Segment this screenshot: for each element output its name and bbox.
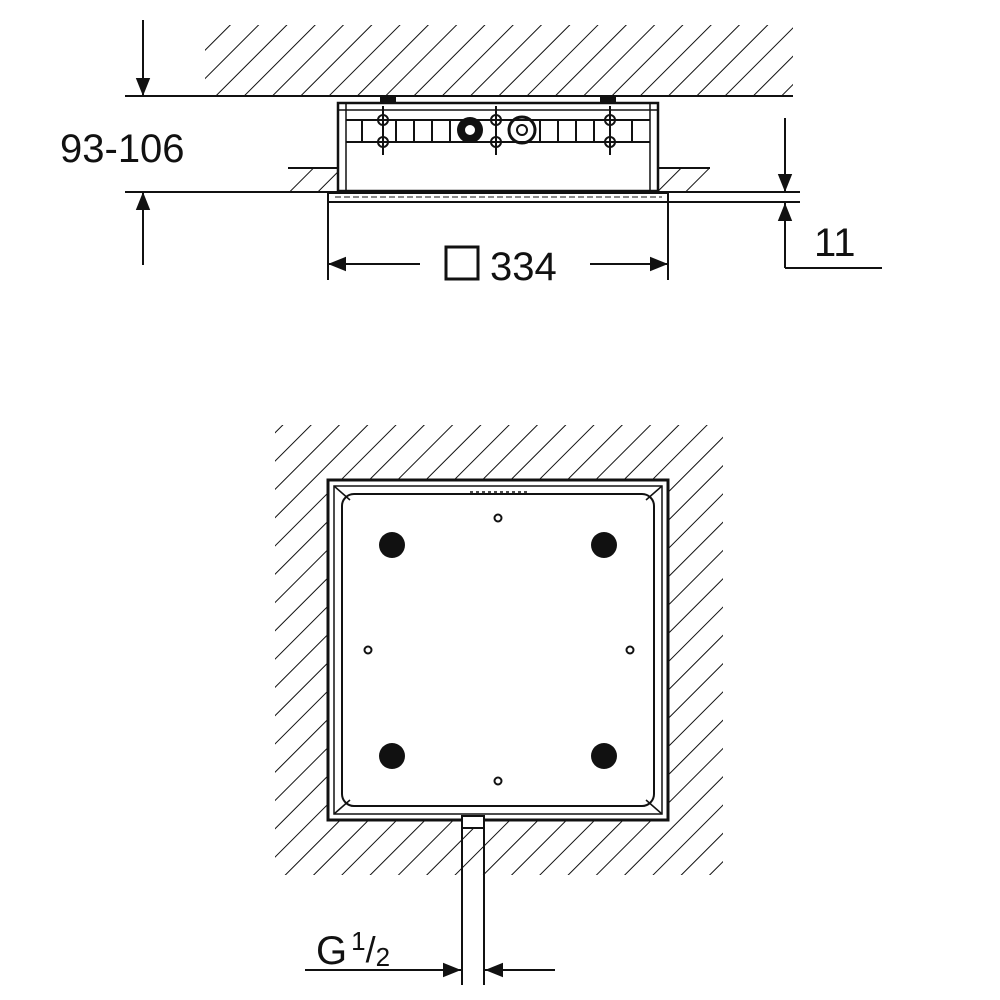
- plan-cover-face: [341, 493, 655, 807]
- depth-range-label: 93-106: [60, 127, 185, 171]
- frame-grid: [361, 120, 633, 142]
- side-view: 93-106 334 11: [60, 20, 882, 289]
- ceiling-slab-left: [288, 168, 338, 192]
- screw-hole-right: [625, 645, 635, 655]
- thread-numerator: 1: [351, 926, 365, 956]
- thread-denominator: 2: [376, 942, 390, 972]
- surrounding-ceiling-hatch: [275, 425, 723, 875]
- mounting-hole-top-right: [591, 532, 617, 558]
- width-value-label: 334: [490, 245, 557, 289]
- mounting-bracket-right: [600, 96, 616, 155]
- mounting-bracket-left: [377, 96, 396, 155]
- mounting-hole-bottom-left: [379, 743, 405, 769]
- mounting-hole-top-left: [379, 532, 405, 558]
- ceiling-hatch: [205, 25, 793, 95]
- thickness-label: 11: [814, 221, 856, 265]
- thread-slash: /: [366, 929, 376, 970]
- inlet-connector-light: [507, 115, 537, 145]
- screw-hole-top: [493, 513, 503, 523]
- width-dimension: [327, 202, 669, 281]
- plan-cover-outer: [326, 478, 670, 822]
- screw-hole-left: [363, 645, 373, 655]
- pipe-connector: [461, 815, 485, 829]
- ceiling-slab-right: [658, 168, 710, 192]
- thread-prefix: G: [316, 929, 347, 973]
- square-symbol-icon: [444, 245, 480, 281]
- mounting-bracket-center: [490, 106, 502, 155]
- box-body: [336, 101, 660, 193]
- screw-hole-bottom: [493, 776, 503, 786]
- mounting-hole-bottom-right: [591, 743, 617, 769]
- thickness-dimension: [668, 118, 882, 269]
